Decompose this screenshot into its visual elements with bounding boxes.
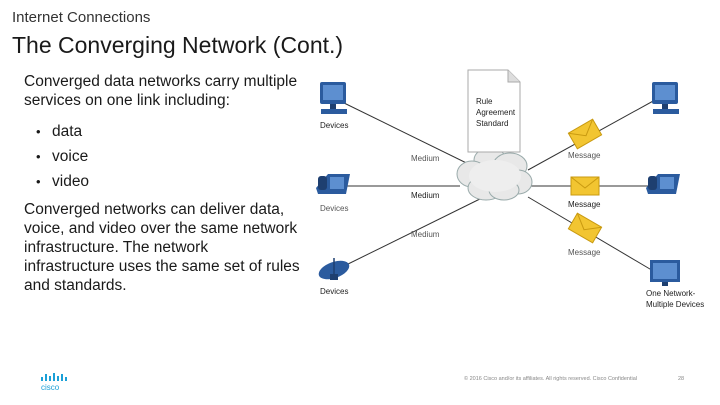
envelope-icon xyxy=(567,212,603,244)
computer-icon xyxy=(652,82,679,114)
cloud-icon xyxy=(456,147,533,201)
paragraph-text: Converged networks can deliver data, voi… xyxy=(24,201,300,294)
logo-text: cisco xyxy=(41,383,60,391)
section-label: Internet Connections xyxy=(12,9,151,26)
message-label: Message xyxy=(568,248,601,257)
agreement-label: Agreement xyxy=(476,108,516,117)
service-list: data voice video xyxy=(24,119,302,194)
standard-label: Standard xyxy=(476,119,508,128)
cisco-logo: cisco xyxy=(41,373,67,391)
rule-label: Rule xyxy=(476,97,493,106)
envelope-icon xyxy=(567,118,603,150)
slide-title: The Converging Network (Cont.) xyxy=(12,32,344,58)
message-label: Message xyxy=(568,200,601,209)
medium-label: Medium xyxy=(411,191,440,200)
intro-text: Converged data networks carry multiple s… xyxy=(24,73,298,109)
devices-label: Devices xyxy=(320,204,348,213)
list-item: voice xyxy=(36,144,302,169)
phone-icon xyxy=(646,174,680,194)
devices-label: Devices xyxy=(320,121,348,130)
slide-body: Converged data networks carry multiple s… xyxy=(24,72,302,295)
medium-label: Medium xyxy=(411,230,440,239)
computer-icon xyxy=(320,82,347,114)
phone-icon xyxy=(316,174,350,194)
page-number: 28 xyxy=(678,376,685,382)
copyright-text: © 2016 Cisco and/or its affiliates. All … xyxy=(464,376,638,382)
list-item: video xyxy=(36,169,302,194)
converged-network-diagram: Devices Devices Devices Rule Agreement S… xyxy=(316,69,704,309)
satellite-dish-icon xyxy=(318,258,350,280)
one-network-label: Multiple Devices xyxy=(646,300,704,309)
document-icon xyxy=(467,69,521,153)
list-item: data xyxy=(36,119,302,144)
envelope-icon xyxy=(570,176,600,196)
tv-icon xyxy=(650,260,680,286)
one-network-label: One Network- xyxy=(646,289,696,298)
medium-label: Medium xyxy=(411,154,440,163)
message-label: Message xyxy=(568,151,601,160)
devices-label: Devices xyxy=(320,287,348,296)
